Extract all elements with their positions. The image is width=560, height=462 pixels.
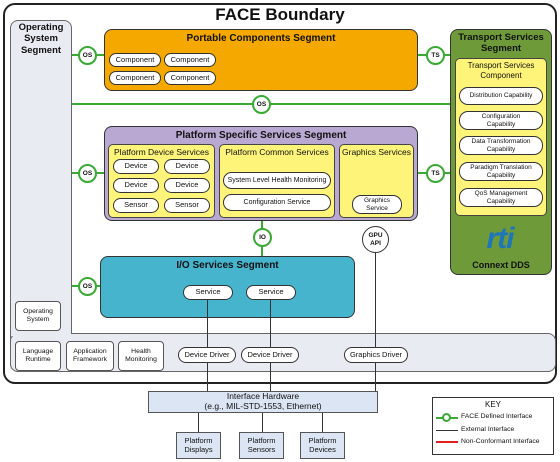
os-item-application-framework: Application Framework: [66, 341, 114, 371]
face-boundary: [3, 3, 557, 384]
distribution-capability: Distribution Capability: [459, 87, 543, 105]
key-non-conformant-line: [436, 441, 458, 443]
platform-common-services-title: Platform Common Services: [225, 147, 329, 157]
key-external-line: [436, 430, 458, 431]
face-boundary-title: FACE Boundary: [215, 5, 345, 24]
device-4: Device: [164, 178, 210, 193]
key-non-conformant-label: Non-Conformant Interface: [461, 438, 540, 445]
key-external-label: External Interface: [461, 426, 515, 433]
gpu-api-line1: GPU: [368, 232, 383, 240]
interface-hardware: Interface Hardware (e.g., MIL-STD-1553, …: [148, 391, 378, 413]
io-interface: IO: [253, 228, 272, 247]
os-item-health-monitoring: Health Monitoring: [118, 341, 164, 371]
graphics-services-title: Graphics Services: [342, 147, 411, 157]
os-segment-title-line2: System: [24, 33, 58, 45]
component-3: Component: [109, 71, 161, 85]
io-service-1: Service: [183, 285, 233, 300]
gpu-api-line2: API: [370, 239, 381, 247]
platform-displays: Platform Displays: [176, 432, 221, 459]
key-face-circle-icon: [442, 413, 451, 422]
os-item-language-runtime: Language Runtime: [15, 341, 61, 371]
external-line-displays: [198, 413, 199, 432]
os-item-operating-system: Operating System: [15, 301, 61, 331]
os-interface-pss: OS: [78, 164, 97, 183]
os-interface-io: OS: [78, 277, 97, 296]
device-driver-1: Device Driver: [178, 347, 236, 363]
io-service-2: Service: [246, 285, 296, 300]
transport-title-line2: Segment: [480, 43, 522, 55]
device-driver-2: Device Driver: [241, 347, 299, 363]
os-segment-title-line1: Operating: [18, 22, 64, 33]
key-title: KEY: [484, 400, 501, 409]
key-legend: [432, 397, 554, 455]
external-line-devices: [322, 413, 323, 432]
sensor-2: Sensor: [164, 198, 210, 213]
os-interface-portable: OS: [78, 46, 97, 65]
platform-sensors: Platform Sensors: [239, 432, 284, 459]
ts-interface-portable: TS: [426, 46, 445, 65]
component-1: Component: [109, 53, 161, 67]
paradigm-translation-capability: Paradigm Translation Capability: [459, 162, 543, 181]
ts-component-title-line2: Component: [480, 70, 522, 80]
graphics-driver: Graphics Driver: [344, 347, 408, 363]
data-transformation-capability: Data Transformation Capability: [459, 136, 543, 155]
graphics-service: Graphics Service: [352, 195, 402, 214]
os-interface-bus: OS: [252, 95, 271, 114]
interface-hardware-line1: Interface Hardware: [226, 391, 300, 402]
key-face-label: FACE Defined Interface: [461, 413, 533, 420]
transport-title-line1: Transport Services: [458, 32, 544, 43]
configuration-capability: Configuration Capability: [459, 111, 543, 130]
qos-management-capability: QoS Management Capability: [459, 188, 543, 207]
external-line-gpu: [375, 252, 376, 391]
external-line-service1: [207, 300, 208, 391]
platform-device-services-title: Platform Device Services: [114, 147, 209, 157]
pss-title: Platform Specific Services Segment: [175, 129, 347, 141]
system-level-health-monitoring: System Level Health Monitoring: [223, 172, 331, 189]
transport-services-title: Transport Services Segment: [450, 32, 552, 55]
ts-interface-pss: TS: [426, 164, 445, 183]
device-2: Device: [164, 159, 210, 174]
ts-component-title-line1: Transport Services: [467, 61, 535, 70]
os-segment-title: Operating System Segment: [10, 22, 72, 56]
connext-dds-brand: Connext DDS: [472, 260, 530, 270]
gpu-api-interface: GPU API: [362, 226, 389, 253]
transport-services-component-title: Transport Services Component: [455, 61, 547, 80]
platform-devices: Platform Devices: [300, 432, 345, 459]
device-1: Device: [113, 159, 159, 174]
os-segment-cover: [11, 330, 71, 336]
configuration-service: Configuration Service: [223, 194, 331, 211]
portable-components-title: Portable Components Segment: [186, 32, 336, 44]
rti-logo: rti: [486, 222, 515, 255]
os-segment-title-line3: Segment: [20, 44, 62, 56]
device-3: Device: [113, 178, 159, 193]
external-line-sensors: [262, 413, 263, 432]
io-services-title: I/O Services Segment: [176, 259, 279, 271]
component-4: Component: [164, 71, 216, 85]
interface-hardware-line2: (e.g., MIL-STD-1553, Ethernet): [204, 401, 322, 411]
external-line-service2: [270, 300, 271, 391]
component-2: Component: [164, 53, 216, 67]
sensor-1: Sensor: [113, 198, 159, 213]
